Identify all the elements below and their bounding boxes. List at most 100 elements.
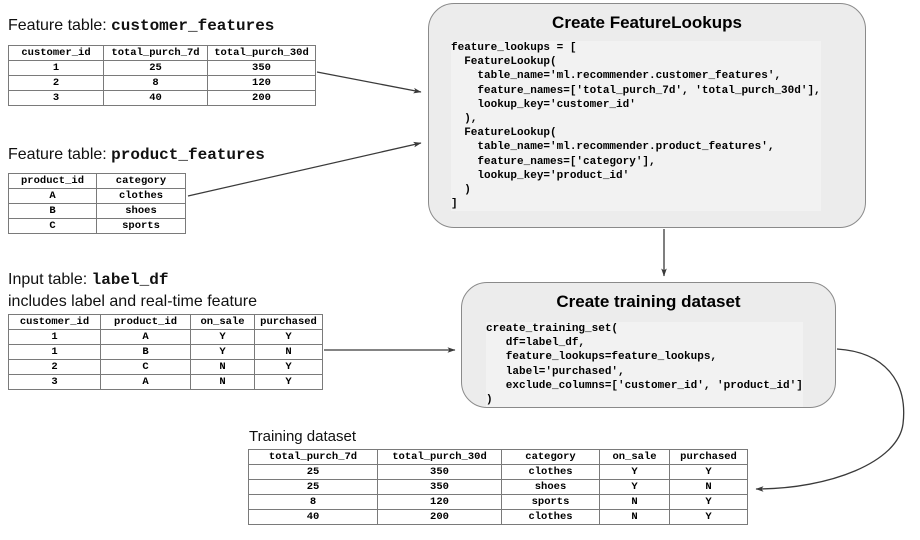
box-create-featurelookups[interactable]: Create FeatureLookups feature_lookups = … — [428, 3, 866, 228]
arrow-customer-features-to-lookups — [316, 71, 422, 94]
table-header-row: customer_id total_purch_7d total_purch_3… — [8, 45, 316, 61]
cell: 200 — [377, 509, 502, 525]
table-training-dataset: total_purch_7d total_purch_30d category … — [248, 449, 748, 525]
table-row: B shoes — [8, 203, 186, 219]
column-header: total_purch_30d — [377, 449, 502, 465]
box-create-training-dataset[interactable]: Create training dataset create_training_… — [461, 282, 836, 408]
table-row: 1 A Y Y — [8, 329, 323, 345]
box-create-training-dataset-title: Create training dataset — [556, 292, 741, 311]
box-create-featurelookups-code: feature_lookups = [ FeatureLookup( table… — [451, 41, 821, 212]
cell: Y — [190, 329, 255, 345]
cell: 350 — [207, 60, 316, 76]
label-df-heading-line2: includes label and real-time feature — [8, 293, 258, 310]
table-row: 2 C N Y — [8, 359, 323, 375]
cell: B — [8, 203, 97, 219]
cell: 120 — [377, 494, 502, 510]
cell: clothes — [501, 509, 600, 525]
column-header: category — [96, 173, 186, 189]
cell: 350 — [377, 464, 502, 480]
product-features-heading-name: product_features — [111, 146, 265, 164]
cell: 40 — [103, 90, 208, 106]
column-header: customer_id — [8, 45, 104, 61]
cell: Y — [254, 359, 323, 375]
product-features-heading-prefix: Feature table: — [8, 146, 112, 163]
cell: clothes — [96, 188, 186, 204]
cell: 3 — [8, 90, 104, 106]
table-row: 3 40 200 — [8, 90, 316, 106]
box-create-featurelookups-title: Create FeatureLookups — [552, 13, 742, 32]
column-header: purchased — [669, 449, 748, 465]
cell: Y — [599, 464, 670, 480]
customer-features-heading: Feature table: customer_features — [8, 16, 274, 36]
table-row: 1 25 350 — [8, 60, 316, 76]
cell: Y — [599, 479, 670, 495]
cell: 350 — [377, 479, 502, 495]
cell: B — [100, 344, 191, 360]
cell: N — [254, 344, 323, 360]
cell: shoes — [96, 203, 186, 219]
cell: 25 — [248, 479, 378, 495]
cell: N — [599, 509, 670, 525]
column-header: on_sale — [190, 314, 255, 330]
column-header: purchased — [254, 314, 323, 330]
cell: N — [669, 479, 748, 495]
cell: Y — [254, 374, 323, 390]
table-row: 8 120 sports N Y — [248, 494, 748, 510]
column-header: product_id — [8, 173, 97, 189]
product-features-heading: Feature table: product_features — [8, 145, 265, 165]
cell: clothes — [501, 464, 600, 480]
table-row: 1 B Y N — [8, 344, 323, 360]
cell: 200 — [207, 90, 316, 106]
column-header: total_purch_7d — [248, 449, 378, 465]
cell: N — [599, 494, 670, 510]
cell: Y — [669, 464, 748, 480]
cell: 2 — [8, 359, 101, 375]
table-product-features: product_id category A clothes B shoes C … — [8, 173, 186, 234]
table-label-df: customer_id product_id on_sale purchased… — [8, 314, 323, 390]
cell: N — [190, 359, 255, 375]
table-row: 25 350 shoes Y N — [248, 479, 748, 495]
cell: sports — [501, 494, 600, 510]
cell: 3 — [8, 374, 101, 390]
cell: C — [100, 359, 191, 375]
cell: shoes — [501, 479, 600, 495]
customer-features-heading-prefix: Feature table: — [8, 17, 112, 34]
cell: Y — [190, 344, 255, 360]
training-dataset-heading: Training dataset — [249, 428, 357, 445]
table-row: A clothes — [8, 188, 186, 204]
cell: A — [8, 188, 97, 204]
table-row: 40 200 clothes N Y — [248, 509, 748, 525]
customer-features-heading-name: customer_features — [111, 17, 275, 35]
table-header-row: product_id category — [8, 173, 186, 189]
cell: 25 — [248, 464, 378, 480]
column-header: category — [501, 449, 600, 465]
label-df-heading: Input table: label_df — [8, 270, 168, 290]
column-header: on_sale — [599, 449, 670, 465]
cell: N — [190, 374, 255, 390]
table-customer-features: customer_id total_purch_7d total_purch_3… — [8, 45, 316, 106]
cell: Y — [669, 509, 748, 525]
column-header: total_purch_30d — [207, 45, 316, 61]
column-header: product_id — [100, 314, 191, 330]
table-row: C sports — [8, 218, 186, 234]
cell: Y — [254, 329, 323, 345]
cell: 25 — [103, 60, 208, 76]
cell: 40 — [248, 509, 378, 525]
cell: A — [100, 374, 191, 390]
cell: sports — [96, 218, 186, 234]
cell: 8 — [103, 75, 208, 91]
label-df-heading-name: label_df — [91, 271, 169, 289]
table-row: 25 350 clothes Y Y — [248, 464, 748, 480]
cell: 1 — [8, 60, 104, 76]
cell: A — [100, 329, 191, 345]
table-header-row: customer_id product_id on_sale purchased — [8, 314, 323, 330]
table-header-row: total_purch_7d total_purch_30d category … — [248, 449, 748, 465]
column-header: customer_id — [8, 314, 101, 330]
box-create-training-dataset-code: create_training_set( df=label_df, featur… — [486, 322, 803, 408]
label-df-heading-prefix: Input table: — [8, 271, 92, 288]
table-row: 3 A N Y — [8, 374, 323, 390]
table-row: 2 8 120 — [8, 75, 316, 91]
cell: Y — [669, 494, 748, 510]
cell: 1 — [8, 329, 101, 345]
